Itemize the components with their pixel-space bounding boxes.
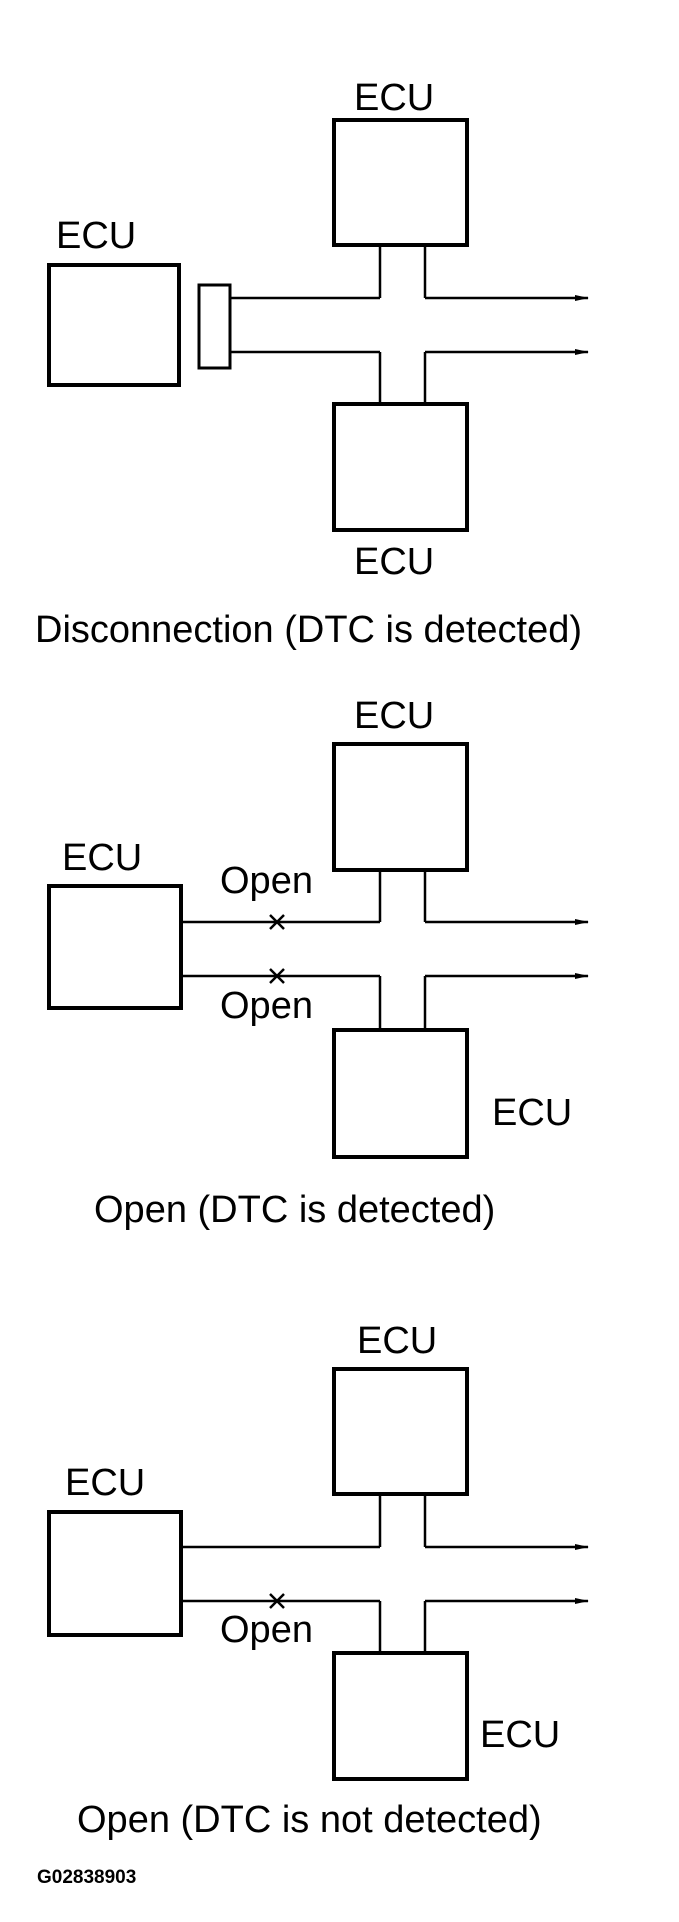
ecu-box-left: [47, 263, 181, 387]
open-label-lower: Open: [220, 985, 313, 1027]
ecu-label-bottom: ECU: [354, 541, 434, 583]
ecu-label-bottom: ECU: [480, 1714, 560, 1756]
ecu-box-top: [332, 118, 469, 247]
panel-open-detected: ECU ECU Open Open ECU Open (DTC is detec…: [47, 695, 589, 1231]
caption-panel-2: Open (DTC is detected): [94, 1189, 495, 1231]
ecu-label-top: ECU: [354, 695, 434, 737]
panel-open-not-detected: ECU ECU Open ECU Open (DTC is not detect…: [47, 1320, 589, 1841]
ecu-box-left: [47, 1510, 183, 1637]
x-break-icon: [269, 1593, 285, 1609]
ecu-box-bottom: [332, 402, 469, 532]
x-break-icon: [269, 914, 285, 930]
ecu-box-bottom: [332, 1651, 469, 1781]
caption-panel-1: Disconnection (DTC is detected): [35, 609, 582, 651]
ecu-box-bottom: [332, 1028, 469, 1159]
figure-code: G02838903: [37, 1867, 136, 1888]
ecu-label-bottom: ECU: [492, 1092, 572, 1134]
panel-disconnection: ECU ECU ECU Disconnection (DTC is detect…: [35, 77, 589, 651]
ecu-label-left: ECU: [62, 837, 142, 879]
ecu-label-left: ECU: [56, 215, 136, 257]
x-break-icon: [269, 968, 285, 984]
open-label-upper: Open: [220, 860, 313, 902]
ecu-label-top: ECU: [354, 77, 434, 119]
ecu-box-top: [332, 742, 469, 872]
caption-panel-3: Open (DTC is not detected): [77, 1799, 542, 1841]
ecu-label-top: ECU: [357, 1320, 437, 1362]
open-label-lower: Open: [220, 1609, 313, 1651]
ecu-box-left: [47, 884, 183, 1010]
connector-icon: [197, 283, 232, 370]
ecu-label-left: ECU: [65, 1462, 145, 1504]
ecu-box-top: [332, 1367, 469, 1496]
